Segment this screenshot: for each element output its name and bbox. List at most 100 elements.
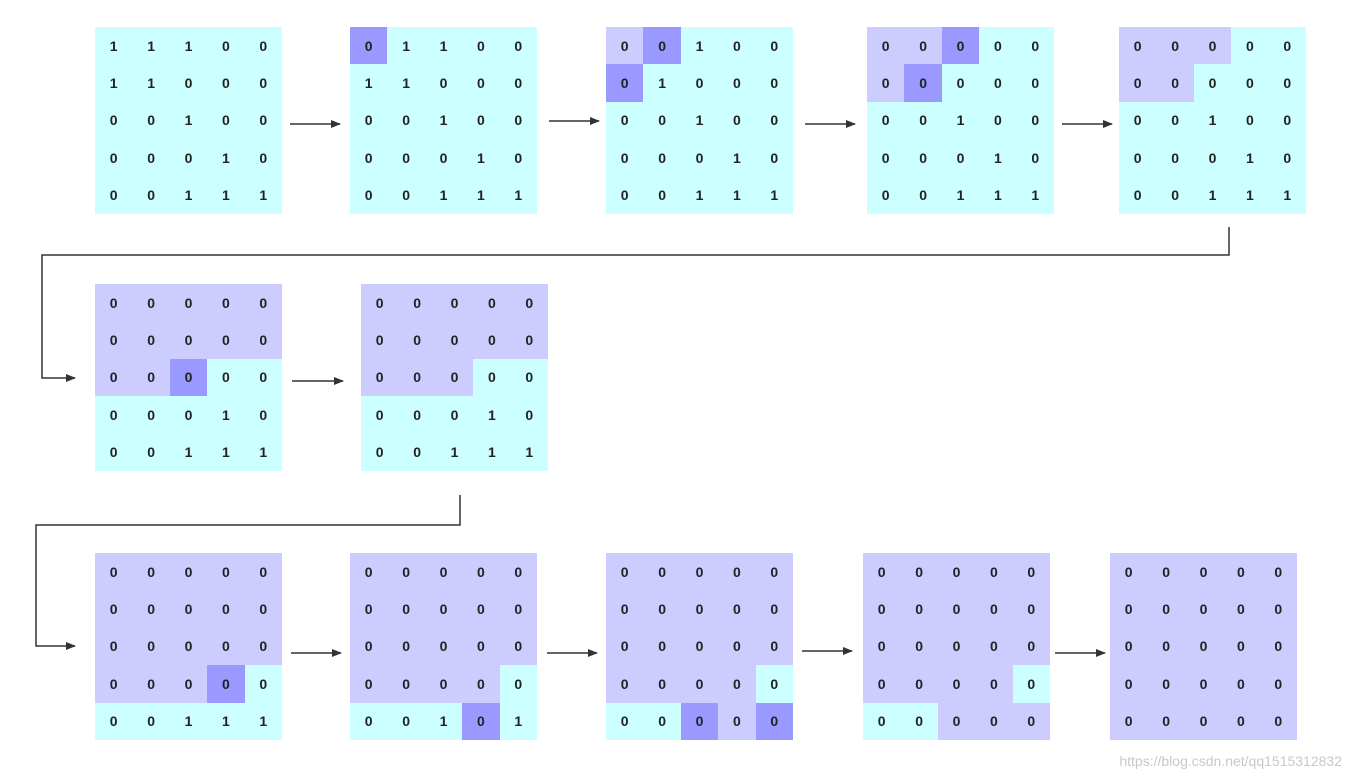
grid-cell: 0 (643, 176, 681, 214)
grid-cell: 0 (132, 433, 170, 471)
arrow-connector-row1-row2 (41, 227, 1230, 382)
grid-cell: 1 (1193, 176, 1232, 214)
grid-cell: 0 (900, 627, 938, 666)
grid-cell: 0 (435, 321, 474, 359)
grid-cell: 0 (132, 321, 170, 359)
grid-cell: 0 (350, 665, 388, 703)
grid-cell: 0 (207, 284, 245, 322)
arrow-connector-row2-row3 (35, 495, 461, 650)
grid-cell: 0 (1147, 590, 1185, 628)
grid-cell: 0 (350, 590, 388, 628)
grid-cell: 1 (424, 101, 463, 140)
grid-cell: 0 (975, 702, 1013, 740)
grid-cell: 0 (1016, 64, 1054, 102)
grid-cell: 1 (680, 101, 719, 140)
grid-cell: 0 (680, 702, 719, 740)
grid-cell: 1 (941, 176, 980, 214)
grid-cell: 0 (387, 176, 425, 214)
grid-cell: 0 (979, 64, 1017, 102)
grid-cell: 0 (207, 321, 245, 359)
grid-cell: 0 (1259, 702, 1297, 740)
grid-cell: 0 (643, 139, 681, 177)
grid-cell: 0 (1231, 27, 1269, 65)
grid-cell: 0 (1119, 64, 1157, 102)
grid-cell: 0 (1110, 590, 1148, 628)
grid-cell: 0 (937, 665, 976, 703)
grid-cell: 0 (863, 627, 901, 666)
grid-cell: 0 (424, 64, 463, 102)
grid-cell: 0 (1119, 176, 1157, 214)
grid-cell: 0 (462, 665, 500, 703)
grid-cell: 0 (1222, 590, 1260, 628)
grid-cell: 1 (643, 64, 681, 102)
grid-cell: 0 (1184, 665, 1223, 703)
grid-cell: 0 (904, 101, 942, 140)
grid-cell: 0 (132, 590, 170, 628)
grid-cell: 0 (132, 665, 170, 703)
grid-cell: 0 (975, 590, 1013, 628)
grid-cell: 0 (606, 665, 644, 703)
grid-cell: 0 (398, 321, 436, 359)
grid-cell: 0 (1110, 665, 1148, 703)
grid-cell: 0 (755, 139, 793, 177)
grid-cell: 0 (1147, 627, 1185, 666)
grid-cell: 0 (904, 139, 942, 177)
grid-cell: 0 (1147, 665, 1185, 703)
grid-cell: 1 (1193, 101, 1232, 140)
grid-cell: 0 (132, 139, 170, 177)
grid-cell: 0 (975, 553, 1013, 591)
grid-cell: 0 (941, 139, 980, 177)
grid-cell: 0 (1222, 627, 1260, 666)
grid-cell: 0 (95, 321, 133, 359)
grid-cell: 0 (244, 284, 282, 322)
grid-cell: 0 (1012, 590, 1050, 628)
grid-cell: 0 (207, 553, 245, 591)
grid-cell: 0 (904, 27, 942, 65)
grid-cell: 0 (95, 553, 133, 591)
grid-cell: 0 (937, 627, 976, 666)
grid-cell: 0 (643, 665, 681, 703)
grid-cell: 1 (718, 176, 756, 214)
grid-cell: 0 (867, 176, 905, 214)
grid-cell: 1 (510, 433, 548, 471)
grid-cell: 0 (937, 553, 976, 591)
grid-cell: 0 (1012, 665, 1050, 703)
grid-cell: 0 (1012, 553, 1050, 591)
grid-cell: 0 (755, 101, 793, 140)
grid-cell: 0 (435, 396, 474, 434)
grid-cell: 1 (169, 27, 208, 65)
grid-cell: 0 (680, 553, 719, 591)
grid-cell: 0 (1268, 101, 1306, 140)
grid-cell: 0 (95, 702, 133, 740)
grid-cell: 0 (244, 64, 282, 102)
grid-cell: 1 (473, 433, 511, 471)
grid-cell: 0 (1119, 101, 1157, 140)
grid-cell: 0 (244, 590, 282, 628)
grid-cell: 0 (462, 590, 500, 628)
grid-cell: 0 (169, 64, 208, 102)
grid-cell: 0 (207, 358, 245, 397)
grid-cell: 0 (499, 627, 537, 666)
grid-cell: 0 (1156, 101, 1194, 140)
grid-cell: 0 (132, 553, 170, 591)
grid-cell: 0 (499, 553, 537, 591)
grid-cell: 0 (499, 665, 537, 703)
grid-cell: 0 (867, 101, 905, 140)
grid-cell: 0 (606, 627, 644, 666)
grid-cell: 0 (1193, 27, 1232, 65)
grid-cell: 0 (424, 553, 463, 591)
grid-cell: 0 (499, 590, 537, 628)
grid-cell: 1 (169, 433, 208, 471)
grid-cell: 0 (398, 396, 436, 434)
grid-cell: 1 (755, 176, 793, 214)
grid-cell: 0 (244, 665, 282, 703)
grid-cell: 0 (132, 627, 170, 666)
grid-cell: 0 (244, 27, 282, 65)
grid-cell: 0 (606, 553, 644, 591)
grid-cell: 0 (718, 590, 756, 628)
grid-cell: 1 (435, 433, 474, 471)
